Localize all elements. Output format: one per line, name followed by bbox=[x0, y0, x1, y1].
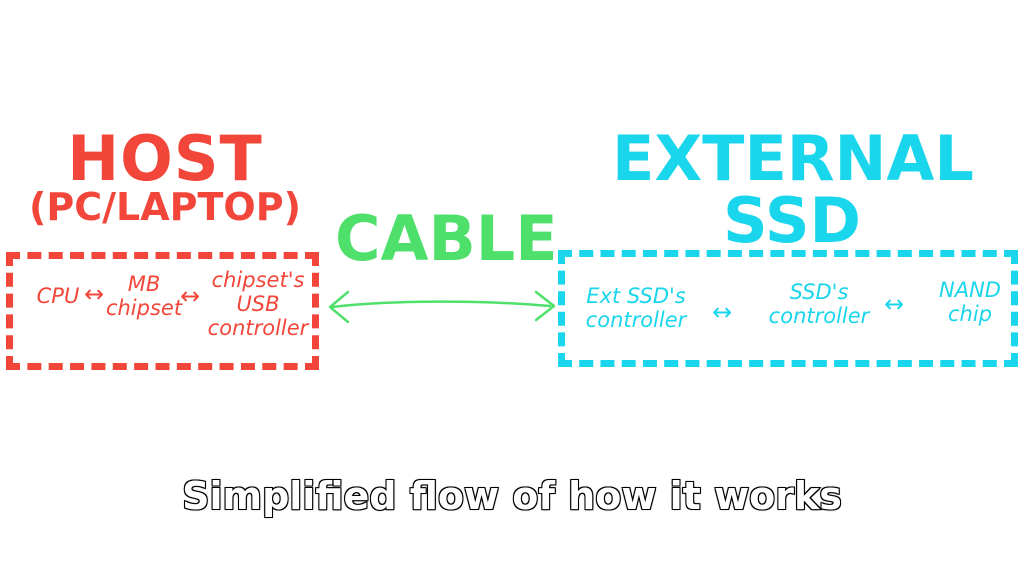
ext-ssd-controller-node: Ext SSD's controller bbox=[585, 284, 687, 333]
cpu-node: CPU bbox=[36, 284, 80, 308]
usb-controller-node: chipset's USB controller bbox=[207, 268, 309, 341]
ssd-nand-arrow: ↔ bbox=[884, 290, 905, 318]
mb-chipset-node: MB chipset bbox=[105, 272, 183, 321]
ssd-dashed-box bbox=[558, 250, 1018, 367]
nand-chip-node: NAND chip bbox=[939, 278, 1001, 327]
cable-title: CABLE bbox=[335, 202, 558, 275]
ssd-title: SSD bbox=[723, 184, 861, 257]
host-subtitle: (PC/LAPTOP) bbox=[29, 185, 301, 229]
host-title: HOST bbox=[67, 122, 263, 195]
caption-subtitle: Simplified flow of how it works bbox=[181, 473, 843, 519]
host-dashed-box bbox=[6, 252, 319, 370]
ssd-controller-node: SSD's controller bbox=[768, 280, 870, 329]
cpu-mb-arrow: ↔ bbox=[84, 280, 105, 308]
mb-usb-arrow: ↔ bbox=[180, 282, 201, 310]
ext-ssd-arrow: ↔ bbox=[712, 298, 733, 326]
external-title: EXTERNAL bbox=[612, 122, 974, 195]
cable-double-arrow bbox=[328, 290, 556, 324]
